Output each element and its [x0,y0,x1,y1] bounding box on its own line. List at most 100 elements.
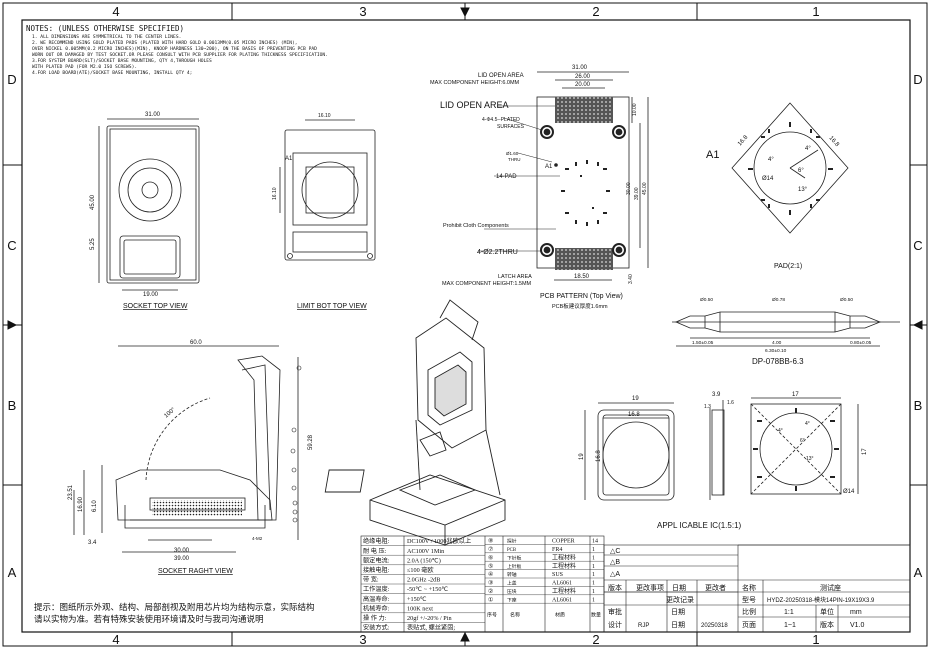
dim-30: 30.00 [626,182,632,195]
dim-top: 16.10 [318,113,331,119]
design-label: 设计 [608,620,622,629]
rev-row-c: △C [610,548,620,555]
spec-value: -50℃ ~ +150℃ [407,586,448,593]
dim-side: 16.10 [272,187,278,200]
rev-row-a: △A [610,571,620,578]
bom-no: ③ [488,580,493,587]
bom-mat: FR4 [552,547,562,553]
zone-right-d: D [913,72,922,87]
dim-4a: 4° [778,428,783,434]
view-sublabel: PCB板建议厚度1.6mm [552,302,608,310]
dim-1: Ø0.50 [700,297,713,303]
dim-6: Ø14 [762,176,774,182]
zone-top-3: 3 [359,4,366,19]
spec-label: 工作温度: [363,585,390,593]
dim-19b: 19 [579,453,585,460]
spec-label: 机械寿命: [363,604,390,612]
notes-line: 2. WE RECOMMEND USING GOLD PLATED PADS (… [32,40,298,46]
dim-width: 31.00 [145,112,161,118]
pad-count: 14-PAD [496,174,517,180]
notes-line: 3.FOR SYSTEM BOARD(SLT)/SOCKET BASE MOUN… [32,58,212,64]
view-label: APPL ICABLE IC(1.5:1) [657,521,742,530]
bom-mat: 工程材料 [552,562,576,570]
bom-qty: 1 [592,597,595,603]
scale: 1:1 [784,609,794,616]
view-label: PCB PATTERN (Top View) [540,293,623,300]
title-block [603,544,911,633]
bom-name: 下针板 [507,554,522,561]
socket-top-labels: 31.00 45.00 5.25 19.00 SOCKET TOP VIEW [90,112,188,310]
bom-qty: 1 [592,589,595,595]
isometric-view [324,299,506,546]
rev-h2: 更改事项 [636,583,664,592]
bom-name: 转轴 [507,571,517,578]
bom-no: ④ [488,571,493,578]
view-label: SOCKET RAGHT VIEW [158,568,233,575]
latch-1: LATCH AREA [498,274,532,280]
zone-top-4: 4 [112,4,119,19]
date-label: 日期 [671,608,685,616]
pcb-pads [554,160,610,226]
rev-h1: 版本 [608,583,622,592]
spec-value: 2.0GHz -2dB [407,577,440,584]
dim-height: 45.00 [90,194,96,210]
zone-bottom-4: 4 [112,632,119,647]
dim-13a: 13° [806,456,814,462]
zone-left-d: D [7,72,16,87]
thru-2: THRU [508,157,521,162]
zone-left-a: A [8,565,17,580]
spec-value: +150℃ [407,596,427,603]
spec-value: 20gf +/-20% / Pin [407,615,452,622]
a1-mark: A1 [706,149,719,161]
pad-labels: A1 16.8 16.8 4° 4° 6° Ø14 13° PAD(2:1) [706,134,840,270]
dim-26: 26.00 [575,74,591,80]
dim-2351: 23.51 [68,484,74,500]
zone-bottom-1: 1 [812,632,819,647]
dim-17b: 17 [862,448,868,455]
pcb-leaders [478,105,560,252]
bom-qty: 1 [592,555,595,561]
latch-2: MAX COMPONENT HEIGHT:1.5MM [442,281,532,287]
zone-bottom-2: 2 [592,632,599,647]
notes-line: OVER NICKEL 0.005MM(0.2 MICRO INCHES)(MI… [32,46,317,52]
spec-value: 2.0A (150℃) [407,557,441,564]
bom-mat: AL6061 [552,597,572,603]
unit-label: 单位 [820,607,834,616]
bom-no: ⑦ [488,546,493,553]
spec-label: 接触电阻: [363,566,390,574]
bom-no: ⑧ [488,538,493,545]
a1-mark: A1 [285,156,293,162]
date-label-2: 日期 [671,621,685,629]
bom-qty: 1 [592,547,595,553]
zone-left-b: B [8,398,17,413]
bom-name: 下座 [507,596,517,603]
spec-value: 100K next [407,605,433,612]
dim-34: 3.4 [88,540,97,546]
bom-header-qty: 数量 [591,612,601,619]
revision-block: △C △B △A 版本 更改事项 日期 更改者 更改记录 [608,548,726,604]
hint-line-2: 请以实物为准。若有特殊安装使用环境请及时与我司沟通说明 [34,614,264,624]
notes-line: 1. ALL DIMENSIONS ARE SYMMETRICAL TO THE… [32,34,181,40]
plated-2: SURFACES [497,124,525,130]
dim-3: 4° [768,157,774,163]
zone-right-a: A [914,565,923,580]
dim-16: 1.6 [727,400,734,406]
bom-name: 上针板 [507,563,522,570]
bom-header-mat: 材质 [555,612,565,619]
notes-line: 4.FOR LOAD BOARD(ATE)/SOCKET BASE MOUNTI… [32,70,192,76]
limit-bot-labels: A1 16.10 16.10 LIMIT BOT TOP VIEW [272,113,367,310]
dim-10: 10.00 [632,103,638,116]
bom-qty: 14 [592,539,598,545]
spec-label: 额定电流: [363,556,390,564]
name: 测试座 [820,583,841,592]
prohibit: Prohibit Cloth Components [443,223,509,229]
view-label: DP-078BB-6.3 [752,357,804,366]
lid-area-1: LID OPEN AREA [478,73,524,79]
spec-value: ≤100 毫欧 [407,566,434,574]
dim-31: 31.00 [572,65,588,71]
dim-bottom: 19.00 [143,292,159,298]
dim-4: 4° [805,146,811,152]
spec-label: 绝缘电阻: [363,537,390,545]
dim-1: 16.8 [737,134,750,147]
